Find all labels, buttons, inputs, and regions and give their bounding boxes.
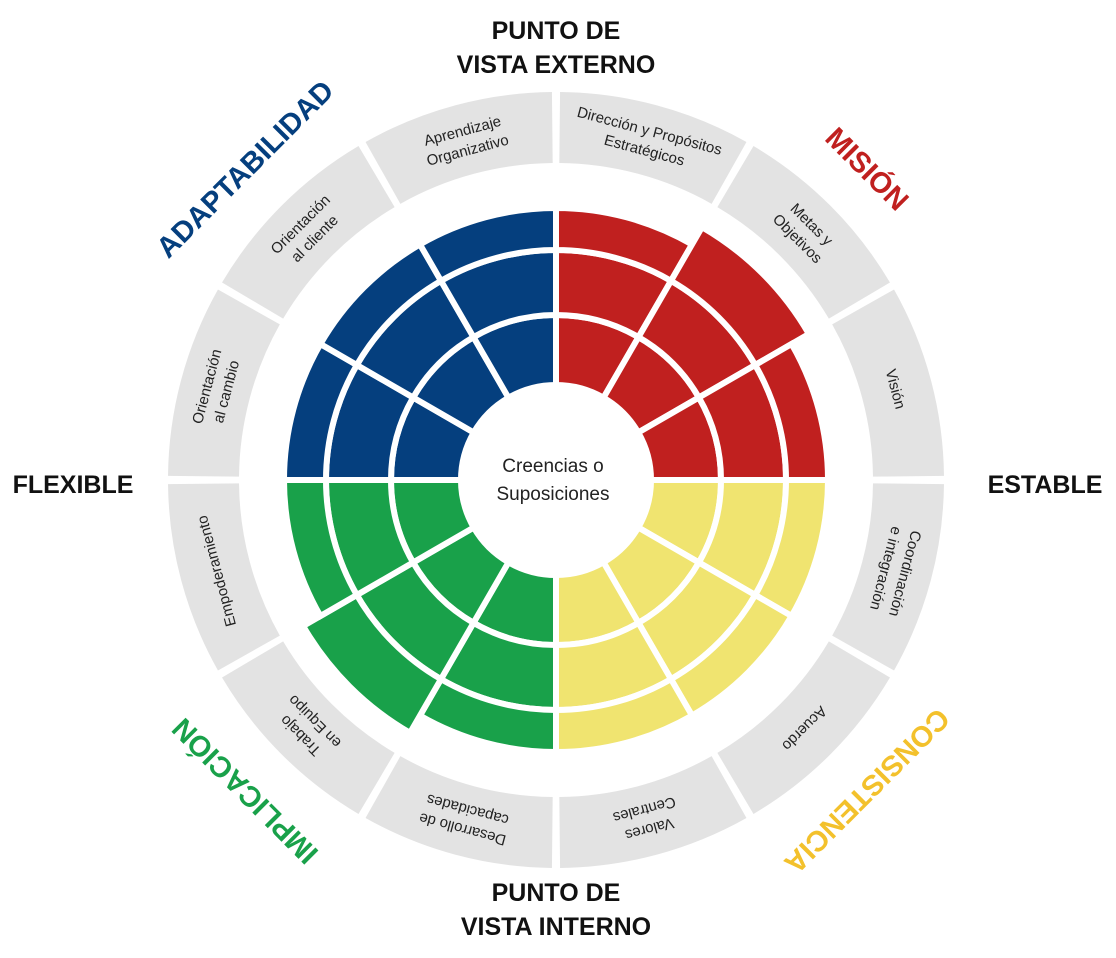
outer-ring-cell-consistencia-0 [832, 483, 944, 671]
bottom-axis-label-line2: VISTA INTERNO [460, 913, 652, 941]
outer-ring-cell-implicacion-0 [365, 756, 553, 868]
top-axis-label-line2: VISTA EXTERNO [456, 51, 656, 79]
outer-ring-cell-adaptabilidad-0 [168, 289, 280, 477]
outer-ring-cell-implicacion-1 [222, 641, 395, 814]
top-axis-label: PUNTO DE VISTA EXTERNO [406, 14, 706, 82]
inner-segments [166, 90, 946, 870]
outer-ring-cell-implicacion-2 [168, 483, 280, 671]
right-axis-label: ESTABLE [987, 471, 1103, 499]
center-text-line2: Suposiciones [496, 484, 609, 505]
outer-ring-cell-adaptabilidad-1 [222, 146, 395, 319]
bottom-axis-label-line1: PUNTO DE [491, 879, 621, 907]
outer-ring-cell-adaptabilidad-2 [365, 92, 553, 204]
outer-ring-cell-mision-1 [717, 146, 890, 319]
outer-ring-cell-mision-2 [832, 289, 944, 477]
outer-ring-cell-mision-0 [559, 92, 747, 204]
outer-ring-cell-consistencia-1 [717, 641, 890, 814]
outer-ring-cell-consistencia-2 [559, 756, 747, 868]
top-axis-label-line1: PUNTO DE [491, 17, 621, 45]
center-circle [461, 385, 651, 575]
trait-label-mision: MISIÓN [819, 120, 916, 217]
outer-ring: Dirección y PropósitosEstratégicosMetas … [168, 92, 944, 868]
bottom-axis-label: PUNTO DE VISTA INTERNO [406, 876, 706, 944]
left-axis-label: FLEXIBLE [12, 471, 134, 499]
center-text-line1: Creencias o [502, 456, 603, 477]
